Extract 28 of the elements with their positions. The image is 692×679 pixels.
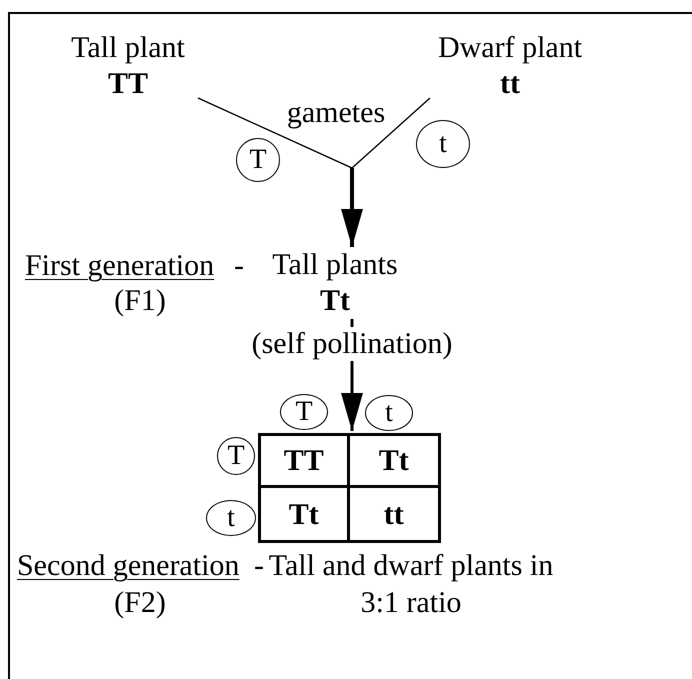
caption-text: First generation — [25, 248, 214, 284]
genotype-cell: Tt — [261, 488, 350, 540]
caption-text: Tall and dwarf plants in 3:1 ratio — [268, 548, 554, 621]
caption-text: - — [254, 548, 264, 584]
arrow — [341, 168, 363, 247]
punnett-square — [258, 433, 441, 543]
allele-circle: t — [206, 500, 256, 536]
allele-circle: t — [416, 120, 470, 168]
genotype-cell: tt — [350, 488, 438, 540]
connector-line — [198, 97, 352, 169]
caption-text: Second generation — [17, 548, 240, 584]
plant-name: Tall plants — [272, 247, 398, 283]
caption-text: gametes — [286, 95, 386, 131]
caption-text: (F1) — [113, 283, 167, 319]
connector-line — [352, 98, 430, 168]
genotype: Tt — [320, 283, 350, 319]
allele-circle: t — [365, 395, 413, 431]
genotype-cell: TT — [261, 436, 350, 488]
plant-name: Tall plant — [71, 30, 185, 66]
genotype: TT — [108, 66, 148, 102]
allele-circle: T — [236, 138, 280, 182]
caption-text: (F2) — [113, 585, 167, 621]
genotype: tt — [500, 66, 520, 102]
genotype-cell: Tt — [350, 436, 438, 488]
allele-circle: T — [280, 394, 328, 430]
allele-circle: T — [217, 437, 255, 475]
caption-text: - — [234, 248, 244, 284]
plant-name: Dwarf plant — [438, 30, 582, 66]
